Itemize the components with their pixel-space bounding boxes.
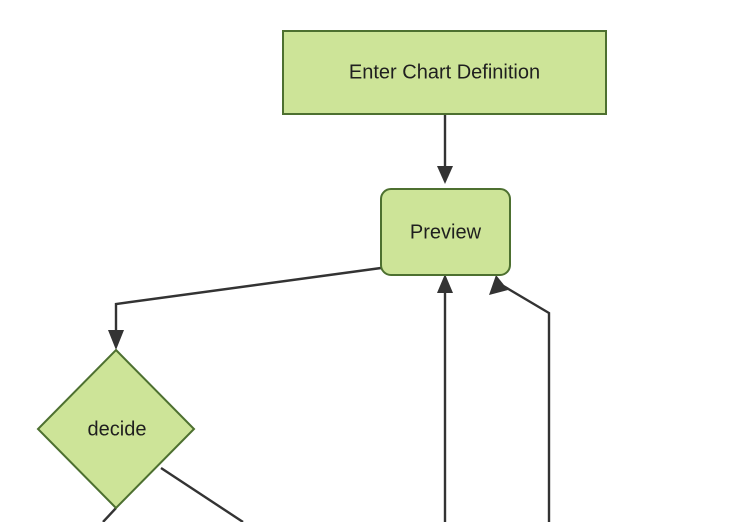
edge-preview-to-decide [108, 266, 382, 350]
edge-decide-down-right [160, 466, 244, 522]
edge-enter-to-preview [437, 114, 453, 184]
edge-layer [102, 114, 551, 522]
node-decide[interactable]: decide [36, 348, 196, 510]
edge-preview-to-decide-line [114, 266, 382, 344]
enter-chart-definition-box[interactable] [282, 30, 607, 115]
preview-label: Preview [410, 221, 482, 243]
edge-bottom-right-to-preview-line [499, 282, 551, 522]
node-layer: Enter Chart Definition Preview decide [36, 30, 607, 510]
arrowhead-up-into-preview-center [437, 274, 453, 293]
edge-bottom-center-to-preview [437, 274, 453, 522]
decide-diamond[interactable] [36, 348, 196, 510]
edge-decide-down-left [102, 507, 117, 522]
enter-chart-definition-label: Enter Chart Definition [349, 61, 540, 83]
arrowhead-down-into-preview [437, 166, 453, 184]
decide-label: decide [88, 418, 147, 440]
arrowhead-up-into-preview-right [489, 275, 508, 295]
arrowhead-down-into-decide [108, 330, 124, 350]
preview-box[interactable] [380, 188, 511, 276]
node-preview[interactable]: Preview [380, 188, 511, 276]
edge-bottom-right-to-preview [489, 275, 551, 522]
node-enter-chart-definition[interactable]: Enter Chart Definition [282, 30, 607, 115]
